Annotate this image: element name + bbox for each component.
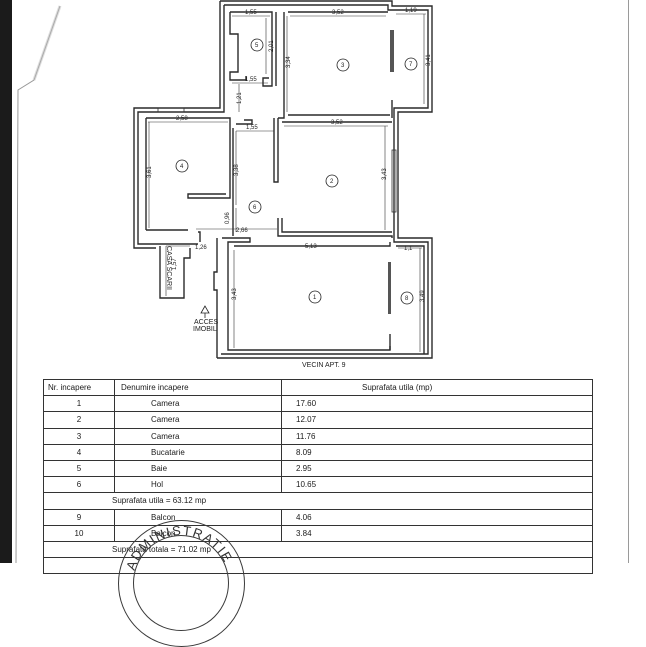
- room-area: 3.84: [281, 524, 593, 542]
- room-name: Hol: [114, 476, 282, 494]
- entrance-arrow-icon: [200, 305, 210, 314]
- svg-text:1: 1: [313, 295, 317, 301]
- room-markers: 1 2 3 4 5 6 7 8: [175, 38, 418, 305]
- room-area: 11.76: [281, 427, 593, 445]
- room-marker-4: 4: [175, 159, 189, 173]
- useful-area-total-row: Suprafata utila = 63.12 mp: [43, 492, 593, 510]
- room-name: Camera: [114, 427, 282, 445]
- room-number: 4: [43, 443, 115, 461]
- room-number: 3: [43, 427, 115, 445]
- room-marker-1: 1: [308, 290, 322, 304]
- room-number: 5: [43, 459, 115, 478]
- svg-text:1,57: 1,57: [172, 258, 178, 270]
- svg-text:3,38: 3,38: [234, 164, 240, 176]
- walls: [133, 0, 433, 359]
- room-marker-5: 5: [250, 38, 264, 52]
- room-marker-6: 6: [248, 200, 262, 214]
- svg-text:7: 7: [409, 62, 413, 68]
- header-useful-area: Suprafata utila (mp): [281, 378, 593, 397]
- scan-right-edge: [628, 0, 629, 563]
- room-marker-3: 3: [336, 58, 350, 72]
- svg-text:2: 2: [330, 179, 334, 185]
- svg-text:5: 5: [255, 43, 259, 49]
- svg-text:3,61: 3,61: [147, 166, 153, 178]
- room-number: 9: [43, 508, 115, 526]
- svg-text:2,01: 2,01: [269, 40, 275, 52]
- room-area: 8.09: [281, 443, 593, 461]
- room-area-table: Nr. incapere Denumire incapere Suprafata…: [43, 378, 593, 575]
- room-number: 6: [43, 476, 115, 494]
- svg-text:1,26: 1,26: [195, 245, 207, 251]
- room-name: Bucatarie: [114, 443, 282, 461]
- svg-text:3: 3: [341, 63, 345, 69]
- svg-text:2,58: 2,58: [176, 116, 188, 122]
- room-name: Camera: [114, 411, 282, 429]
- entrance-marker: ACCES IMOBIL: [193, 305, 218, 333]
- stairwell-label: CASA SCARII: [165, 246, 172, 290]
- neighbor-label: VECIN APT. 9: [302, 362, 346, 369]
- useful-area-total: Suprafata utila = 63.12 mp: [43, 492, 593, 510]
- room-number: 1: [43, 395, 115, 413]
- svg-text:1,55: 1,55: [245, 77, 257, 83]
- total-area: Suprafata totala = 71.02 mp: [43, 540, 593, 559]
- svg-text:1,55: 1,55: [245, 10, 257, 16]
- svg-text:8: 8: [405, 296, 409, 302]
- room-number: 2: [43, 411, 115, 429]
- svg-text:IMOBIL: IMOBIL: [193, 326, 217, 333]
- header-room-name: Denumire incapere: [114, 378, 282, 397]
- svg-text:3,41: 3,41: [426, 54, 432, 66]
- total-area-row: Suprafata totala = 71.02 mp: [43, 540, 593, 559]
- floor-plan: 1,55 2,01 1,55 3,34 3,52 1,19 3,41 1,21 …: [133, 0, 433, 369]
- svg-text:6: 6: [253, 205, 257, 211]
- room-name: Camera: [114, 395, 282, 413]
- room-name: Baie: [114, 459, 282, 478]
- room-name: Balcon: [114, 508, 282, 526]
- room-marker-7: 7: [404, 57, 418, 71]
- dimension-labels: 1,55 2,01 1,55 3,34 3,52 1,19 3,41 1,21 …: [147, 8, 432, 302]
- svg-text:3,43: 3,43: [382, 168, 388, 180]
- svg-text:4: 4: [180, 164, 184, 170]
- room-marker-8: 8: [400, 291, 414, 305]
- room-area: 10.65: [281, 476, 593, 494]
- svg-text:1,21: 1,21: [237, 92, 243, 104]
- svg-text:1,19: 1,19: [405, 8, 417, 14]
- room-number: 10: [43, 524, 115, 542]
- room-area: 2.95: [281, 459, 593, 478]
- svg-text:1,55: 1,55: [246, 125, 258, 131]
- table-row-empty: [43, 557, 593, 575]
- header-room-number: Nr. incapere: [43, 378, 115, 397]
- room-marker-2: 2: [325, 174, 339, 188]
- table-header-row: Nr. incapere Denumire incapere Suprafata…: [43, 378, 593, 397]
- svg-text:1,1: 1,1: [404, 246, 413, 252]
- svg-text:3,34: 3,34: [286, 56, 292, 68]
- room-area: 12.07: [281, 411, 593, 429]
- room-name: Balcon: [114, 524, 282, 542]
- svg-text:5,13: 5,13: [305, 244, 317, 250]
- room-area: 4.06: [281, 508, 593, 526]
- svg-text:ACCES: ACCES: [194, 319, 218, 326]
- svg-text:3,49: 3,49: [420, 290, 426, 302]
- svg-text:3,43: 3,43: [232, 288, 238, 300]
- scan-left-edge: [0, 0, 12, 563]
- svg-text:2,66: 2,66: [236, 228, 248, 234]
- room-area: 17.60: [281, 395, 593, 413]
- dimension-lines: [148, 13, 426, 352]
- svg-text:0,96: 0,96: [225, 212, 231, 224]
- svg-text:3,52: 3,52: [332, 10, 344, 16]
- svg-text:3,52: 3,52: [331, 120, 343, 126]
